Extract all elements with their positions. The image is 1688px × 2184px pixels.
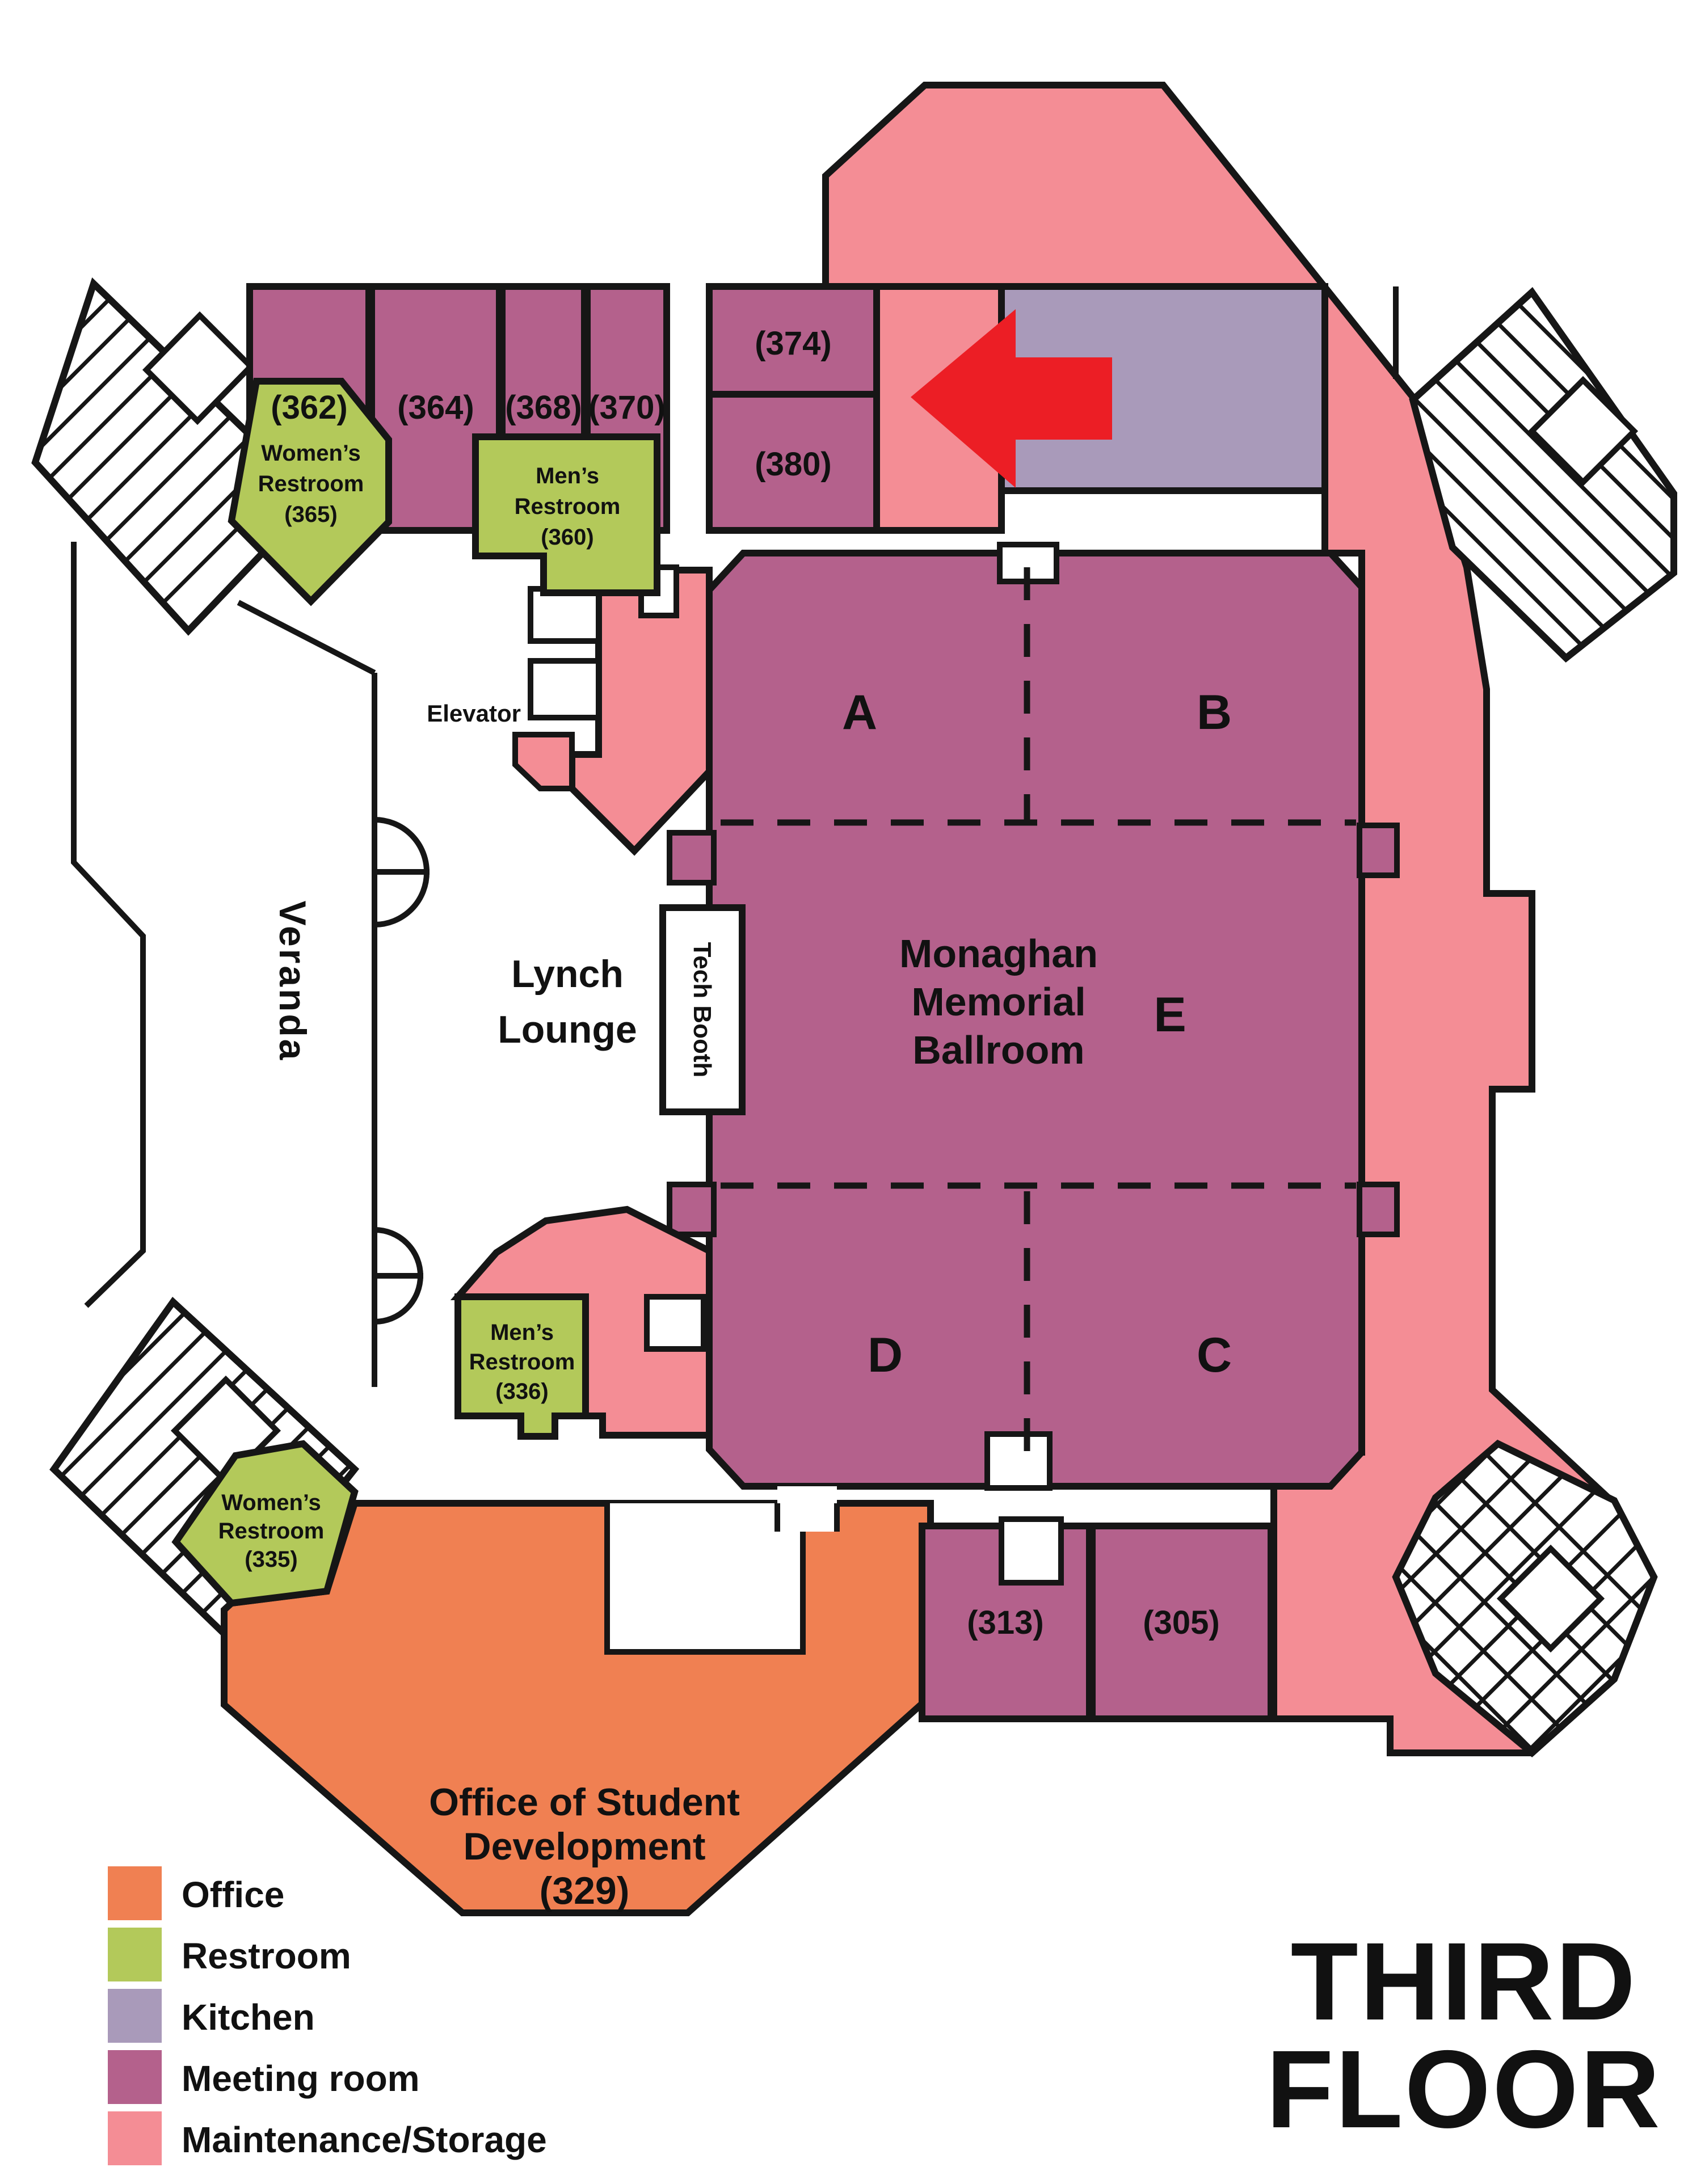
mens-restroom-336-line3: (336): [495, 1379, 548, 1404]
ballroom-door-tab-east-1: [1357, 823, 1400, 878]
ballroom-bottom-notch: [984, 1431, 1053, 1491]
ballroom-section-c: C: [1197, 1328, 1232, 1382]
legend-label-kitchen: Kitchen: [182, 1997, 315, 2038]
room-364-label: (364): [397, 389, 474, 426]
door-swing-upper-leaf1: [372, 816, 430, 875]
legend-swatch-restroom: [108, 1928, 162, 1981]
womens-restroom-365-line2: Restroom: [258, 471, 364, 496]
legend-label-maintenance: Maintenance/Storage: [182, 2119, 547, 2160]
legend-swatch-kitchen: [108, 1989, 162, 2043]
door-swing-upper-leaf2: [372, 869, 430, 928]
wall-veranda-top: [237, 600, 376, 676]
room-368-label: (368): [505, 389, 582, 426]
tech-booth-label: Tech Booth: [688, 942, 716, 1078]
mens-restroom-336-shape: [454, 1293, 589, 1440]
veranda-label: Veranda: [272, 901, 314, 1063]
office-329-line3: (329): [540, 1869, 630, 1912]
room-380-label: (380): [755, 446, 831, 483]
mens-restroom-360-line1: Men’s: [536, 463, 599, 488]
ballroom-name-line1: Monaghan: [899, 931, 1098, 976]
legend-label-restroom: Restroom: [182, 1936, 351, 1976]
legend-swatch-meeting-room: [108, 2050, 162, 2104]
office-inner-cutout: [604, 1503, 806, 1655]
room-313-notch: [999, 1516, 1064, 1586]
legend-swatch-office: [108, 1866, 162, 1920]
mens-restroom-360-shape: [472, 433, 660, 596]
womens-restroom-335-shape: [171, 1440, 359, 1607]
elevator-car-2: [528, 658, 601, 720]
womens-restroom-365-line3: (365): [284, 502, 337, 527]
ballroom-section-e: E: [1154, 988, 1186, 1042]
stair-landing-bottom-right: [1496, 1544, 1605, 1653]
ballroom-section-b: B: [1197, 685, 1232, 740]
womens-restroom-365-line1: Women’s: [261, 441, 361, 466]
legend-label-office: Office: [182, 1874, 284, 1915]
floor-title-line1: THIRD: [1291, 1920, 1638, 2043]
room-380-shape: [706, 391, 880, 534]
entrance-arrow-icon: [911, 309, 1112, 488]
office-329-line1: Office of Student: [429, 1781, 740, 1824]
ballroom-door-tab-west-1: [667, 830, 717, 886]
legend-swatch-maintenance: [108, 2111, 162, 2165]
floor-title-line2: FLOOR: [1266, 2027, 1661, 2151]
ballroom-door-tab-east-2: [1357, 1182, 1400, 1237]
maintenance-elevator-area: [569, 567, 713, 856]
elevator-car-1: [528, 586, 601, 644]
room-370-label: (370): [588, 389, 665, 426]
ballroom-shape: [706, 550, 1365, 1490]
ballroom-section-a: A: [842, 685, 877, 740]
office-top-notch: [777, 1486, 837, 1532]
lynch-lounge-line2: Lounge: [498, 1008, 637, 1051]
mens-restroom-360-line2: Restroom: [515, 494, 621, 519]
ballroom-section-d: D: [868, 1328, 903, 1382]
room-313-label: (313): [967, 1604, 1043, 1641]
legend-label-meeting-room: Meeting room: [182, 2058, 420, 2099]
mens-restroom-336-line1: Men’s: [490, 1320, 554, 1345]
office-329-line2: Development: [464, 1825, 706, 1868]
womens-restroom-335-line2: Restroom: [218, 1519, 325, 1544]
door-swing-lower-leaf1: [372, 1226, 424, 1279]
room-305-shape: [1089, 1523, 1274, 1722]
wall-west-outer: [71, 542, 146, 1308]
womens-restroom-365-shape: [228, 378, 392, 606]
ballroom-name-line2: Memorial: [911, 980, 1085, 1024]
room-362-label: (362): [271, 389, 347, 426]
maintenance-elevator-apron: [512, 732, 575, 791]
mens-restroom-336-line2: Restroom: [469, 1350, 575, 1375]
maintenance-336-notch: [644, 1294, 706, 1352]
lynch-lounge-line1: Lynch: [511, 952, 624, 996]
door-swing-lower-leaf2: [372, 1273, 424, 1325]
ballroom-door-tab-west-2: [667, 1182, 717, 1237]
legend: Office Restroom Kitchen Meeting room Mai…: [108, 1866, 547, 2165]
room-374-label: (374): [755, 325, 831, 362]
tech-booth-shape: [659, 904, 746, 1115]
elevator-label: Elevator: [427, 700, 521, 727]
womens-restroom-335-line3: (335): [245, 1547, 297, 1572]
womens-restroom-335-line1: Women’s: [221, 1490, 321, 1515]
ballroom-name-line3: Ballroom: [912, 1028, 1084, 1072]
stair-landing-top-right: [1527, 376, 1639, 487]
mens-restroom-360-line3: (360): [541, 525, 593, 550]
room-374-shape: [706, 283, 880, 398]
room-305-label: (305): [1143, 1604, 1219, 1641]
